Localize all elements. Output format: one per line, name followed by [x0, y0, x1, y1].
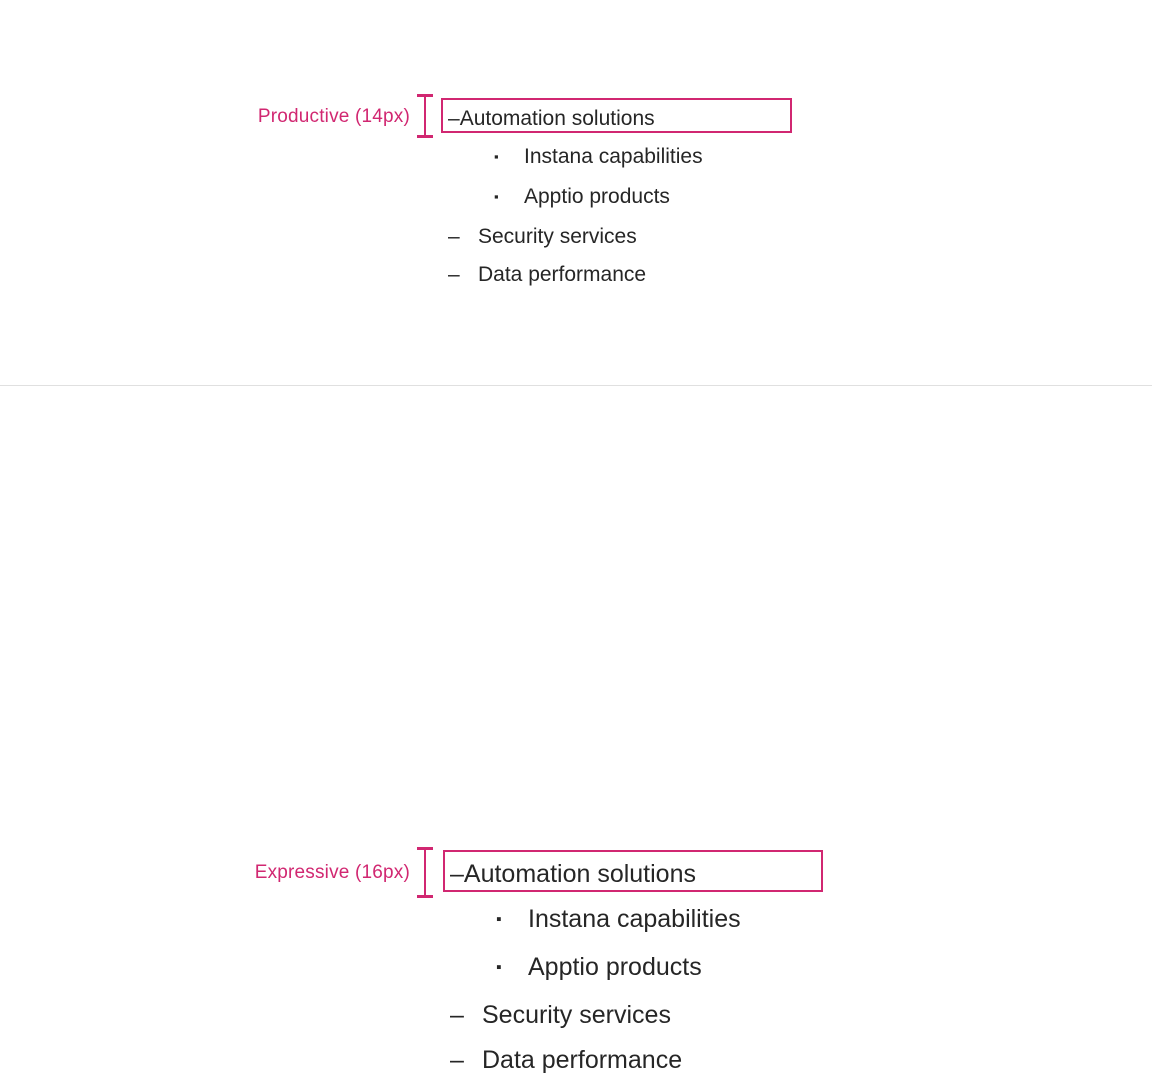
- list-item-security-services[interactable]: – Security services: [448, 218, 703, 256]
- list-item-label: Automation solutions: [459, 107, 655, 130]
- ibeam-stem: [424, 847, 426, 898]
- square-bullet-icon: ▪: [496, 911, 502, 929]
- list-item-label: Instana capabilities: [524, 145, 703, 168]
- ibeam-bottom-cap: [417, 895, 433, 898]
- dash-bullet-icon: –: [448, 107, 460, 130]
- list-item-data-performance[interactable]: – Data performance: [450, 1038, 741, 1083]
- list-item-label: Instana capabilities: [528, 905, 741, 933]
- square-bullet-icon: ▪: [494, 188, 499, 204]
- list-item-automation-solutions[interactable]: – Automation solutions: [448, 100, 703, 138]
- list-item-instana-capabilities[interactable]: ▪ Instana capabilities: [496, 897, 741, 945]
- nested-sublist: ▪ Instana capabilities ▪ Apptio products: [496, 897, 741, 993]
- dash-bullet-icon: –: [448, 263, 460, 286]
- list-item-security-services[interactable]: – Security services: [450, 993, 741, 1038]
- list-item-label: Security services: [478, 225, 637, 248]
- dash-bullet-icon: –: [450, 860, 464, 888]
- annotation-label-productive: Productive (14px): [257, 106, 410, 127]
- line-height-ibeam-marker-productive: [417, 94, 433, 138]
- list-item: – Automation solutions ▪ Instana capabil…: [450, 852, 741, 993]
- list-item-label: Data performance: [478, 263, 647, 286]
- specimen-section-productive: Productive (14px) – Automation solutions…: [0, 0, 1152, 386]
- list-item-instana-capabilities[interactable]: ▪ Instana capabilities: [494, 138, 703, 178]
- line-height-ibeam-marker-expressive: [417, 847, 433, 898]
- list-item-automation-solutions[interactable]: – Automation solutions: [450, 852, 741, 897]
- section-divider: [0, 385, 1152, 386]
- square-bullet-icon: ▪: [496, 959, 502, 977]
- nested-list-productive: – Automation solutions ▪ Instana capabil…: [448, 100, 703, 294]
- dash-bullet-icon: –: [450, 1046, 464, 1074]
- list-item-label: Automation solutions: [463, 860, 696, 888]
- annotation-label-expressive: Expressive (16px): [254, 862, 410, 883]
- list-item-apptio-products[interactable]: ▪ Apptio products: [494, 178, 703, 218]
- specimen-section-expressive: Expressive (16px) – Automation solutions…: [0, 386, 1152, 1074]
- nested-list-expressive: – Automation solutions ▪ Instana capabil…: [450, 852, 741, 1083]
- dash-bullet-icon: –: [450, 1001, 464, 1029]
- list-item-label: Security services: [482, 1001, 671, 1029]
- dash-bullet-icon: –: [448, 225, 460, 248]
- list-item-label: Apptio products: [528, 953, 702, 981]
- ibeam-stem: [424, 94, 426, 138]
- ibeam-bottom-cap: [417, 135, 433, 138]
- list-item-apptio-products[interactable]: ▪ Apptio products: [496, 945, 741, 993]
- nested-sublist: ▪ Instana capabilities ▪ Apptio products: [494, 138, 703, 218]
- list-item: – Automation solutions ▪ Instana capabil…: [448, 100, 703, 218]
- list-item-data-performance[interactable]: – Data performance: [448, 256, 703, 294]
- list-item-label: Data performance: [482, 1046, 683, 1074]
- square-bullet-icon: ▪: [494, 148, 499, 164]
- list-item-label: Apptio products: [524, 185, 670, 208]
